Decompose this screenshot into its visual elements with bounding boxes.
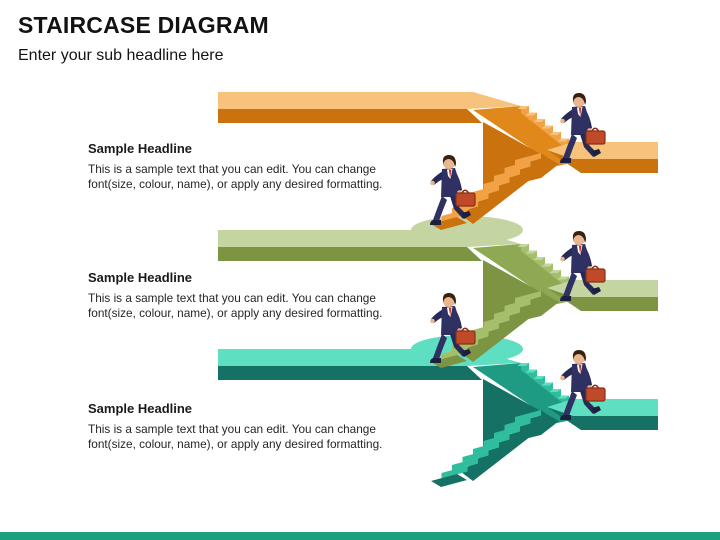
platform — [218, 92, 521, 123]
section-block-3: Sample Headline This is a sample text th… — [88, 401, 433, 452]
platform — [218, 230, 521, 261]
page-title: STAIRCASE DIAGRAM — [18, 12, 269, 38]
section-body: This is a sample text that you can edit.… — [88, 291, 383, 320]
landing — [547, 399, 658, 430]
upper-staircase — [517, 106, 569, 151]
landing — [547, 280, 658, 311]
accent-bar — [0, 532, 720, 540]
upper-staircase — [517, 363, 569, 408]
section-body: This is a sample text that you can edit.… — [88, 162, 383, 191]
staircase-illustration-orange — [215, 64, 660, 255]
upper-staircase — [517, 244, 569, 289]
section-body: This is a sample text that you can edit.… — [88, 422, 383, 451]
page-subtitle: Enter your sub headline here — [18, 47, 224, 64]
staircase-illustration-green — [215, 202, 660, 393]
landing — [547, 142, 658, 173]
section-headline: Sample Headline — [88, 270, 193, 285]
section-headline: Sample Headline — [88, 401, 193, 416]
section-block-1: Sample Headline This is a sample text th… — [88, 141, 433, 192]
section-headline: Sample Headline — [88, 141, 193, 156]
section-block-2: Sample Headline This is a sample text th… — [88, 270, 433, 321]
lower-staircase — [431, 410, 553, 487]
